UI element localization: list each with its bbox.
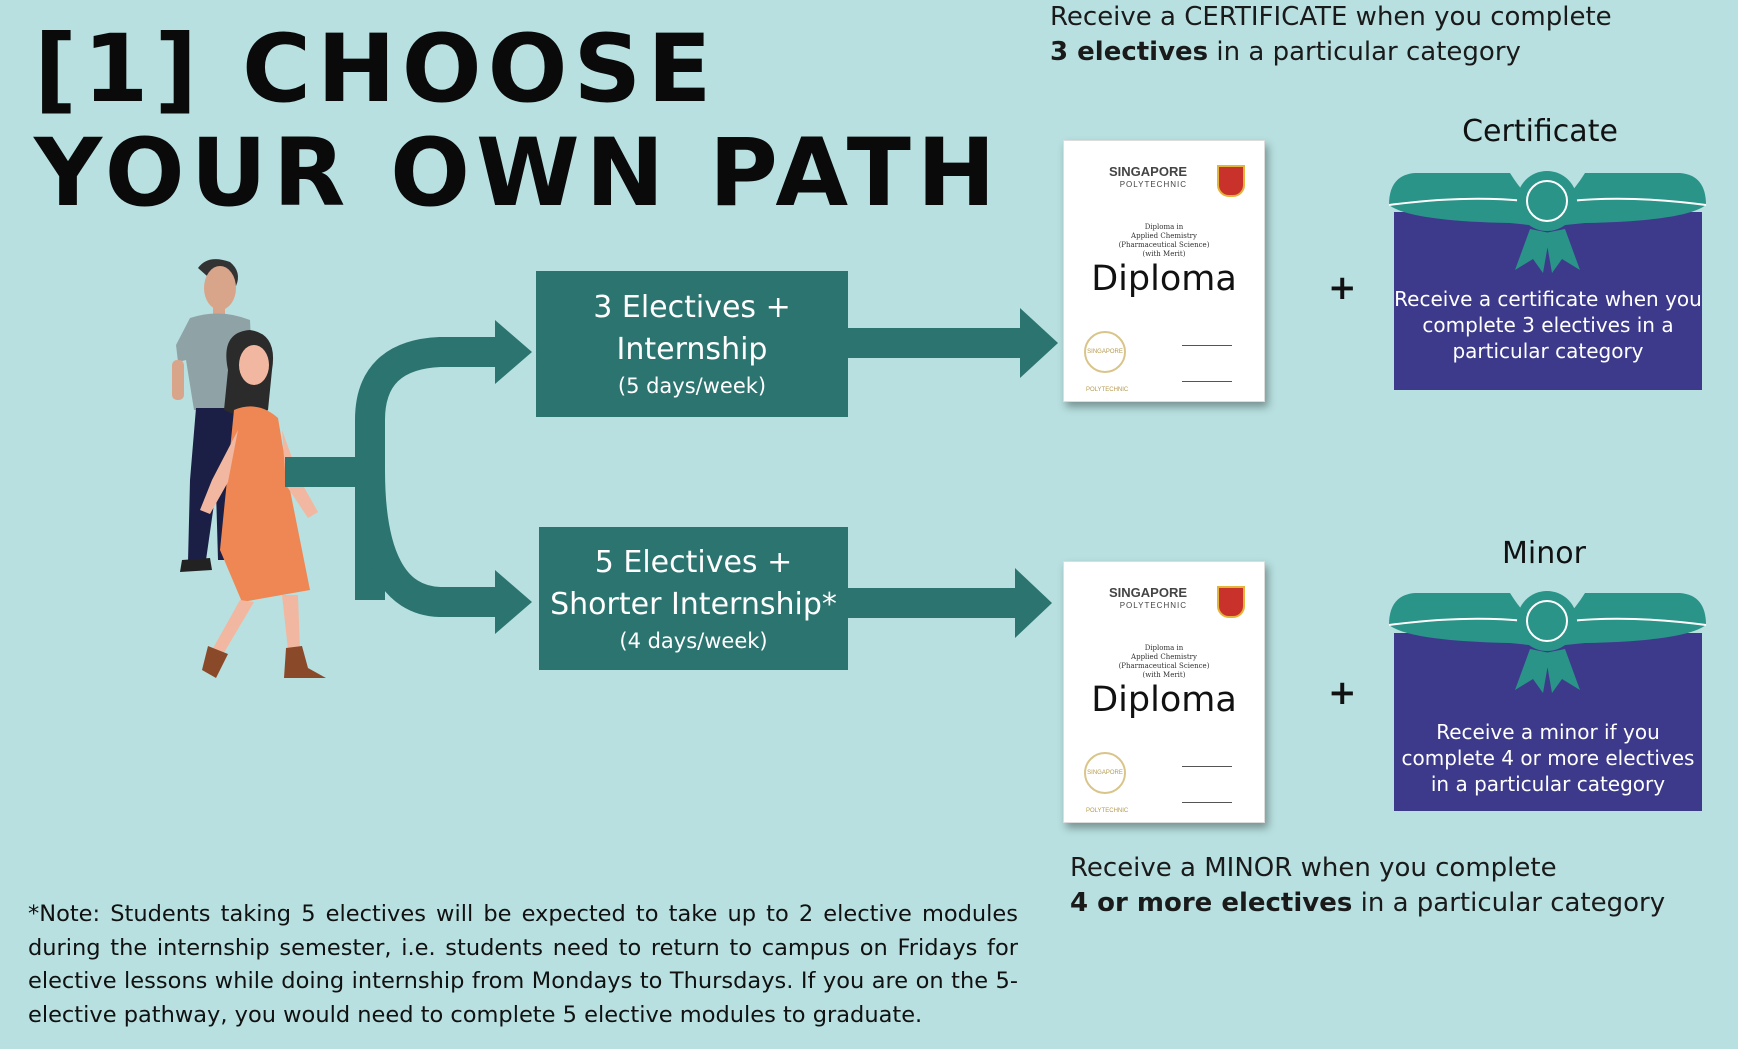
diploma-institution-sub: POLYTECHNIC (1119, 180, 1188, 189)
signature-line (1182, 335, 1232, 346)
minor-summary-rest: in a particular category (1352, 888, 1666, 918)
page-title: [1] CHOOSE YOUR OWN PATH (34, 18, 1002, 226)
certificate-summary-line2: 3 electives in a particular category (1050, 35, 1612, 70)
path-2-sub: (4 days/week) (619, 628, 768, 653)
signature-line (1182, 792, 1232, 803)
arrow-head-lower-in (495, 570, 532, 634)
crest-icon (1217, 586, 1245, 618)
path-1-sub: (5 days/week) (617, 374, 767, 398)
path-1-line1: 3 Electives + (593, 290, 791, 325)
ribbon-icon (1388, 591, 1707, 693)
certificate-summary-bold: 3 electives (1050, 37, 1209, 67)
walking-students-illustration (172, 259, 326, 678)
plus-sign-1: + (1328, 268, 1357, 308)
path-2-line1: 5 Electives + (594, 544, 793, 580)
seal-icon: SINGAPORE POLYTECHNIC (1084, 752, 1128, 814)
path-2-line2: Shorter Internship* (550, 586, 837, 622)
crest-icon (1217, 165, 1245, 197)
award-text-certificate: Receive a certificate when you complete … (1394, 287, 1702, 363)
path-1-line2: Internship (616, 332, 768, 367)
footnote: *Note: Students taking 5 electives will … (28, 901, 1018, 1028)
diploma-word: Diploma (1091, 259, 1237, 299)
woman-figure (200, 330, 326, 678)
arrow-shaft-lower-out (845, 588, 1020, 618)
diploma-institution-name: SINGAPORE (1109, 585, 1188, 600)
plus-sign-2: + (1328, 673, 1357, 713)
diploma-institution-sub: POLYTECHNIC (1119, 601, 1188, 610)
arrow-head-upper-out (1020, 308, 1058, 378)
diploma-line: (Pharmaceutical Science) (1118, 241, 1210, 249)
minor-summary-line2: 4 or more electives in a particular cate… (1070, 886, 1665, 921)
diploma-line: Applied Chemistry (1131, 653, 1197, 661)
title-line-2: YOUR OWN PATH (34, 119, 1002, 228)
award-title-minor: Minor (1502, 536, 1586, 571)
arrow-shaft-upper-out (845, 328, 1025, 358)
ribbon-icon (1388, 171, 1707, 273)
diploma-line: Applied Chemistry (1131, 232, 1197, 240)
diploma-line: (with Merit) (1142, 671, 1186, 679)
diploma-details: Diploma in Applied Chemistry (Pharmaceut… (1104, 223, 1224, 259)
minor-summary: Receive a MINOR when you complete 4 or m… (1070, 851, 1665, 921)
seal-icon: SINGAPORE POLYTECHNIC (1084, 331, 1128, 393)
branch-connector (285, 337, 500, 617)
arrow-head-lower-out (1015, 568, 1052, 638)
diploma-word: Diploma (1091, 680, 1237, 720)
minor-summary-bold: 4 or more electives (1070, 888, 1353, 918)
diploma-line: Diploma in (1144, 223, 1184, 231)
path-box-3-electives: 3 Electives + Internship (5 days/week) (536, 271, 848, 417)
diploma-line: (with Merit) (1142, 250, 1186, 258)
arrow-head-upper-in (495, 320, 532, 384)
diploma-line: (Pharmaceutical Science) (1118, 662, 1210, 670)
diploma-details: Diploma in Applied Chemistry (Pharmaceut… (1104, 644, 1224, 680)
diploma-institution-name: SINGAPORE (1109, 164, 1188, 179)
award-title-certificate: Certificate (1462, 114, 1618, 149)
signature-line (1182, 371, 1232, 382)
certificate-summary: Receive a CERTIFICATE when you complete … (1050, 0, 1612, 70)
path-box-5-electives: 5 Electives + Shorter Internship* (4 day… (539, 527, 848, 670)
minor-summary-line1: Receive a MINOR when you complete (1070, 853, 1557, 883)
certificate-summary-line1: Receive a CERTIFICATE when you complete (1050, 2, 1612, 32)
award-text-minor: Receive a minor if you complete 4 or mor… (1401, 720, 1695, 796)
signature-line (1182, 756, 1232, 767)
title-line-1: [1] CHOOSE (34, 15, 718, 124)
diploma-line: Diploma in (1144, 644, 1184, 652)
certificate-summary-rest: in a particular category (1208, 37, 1521, 67)
